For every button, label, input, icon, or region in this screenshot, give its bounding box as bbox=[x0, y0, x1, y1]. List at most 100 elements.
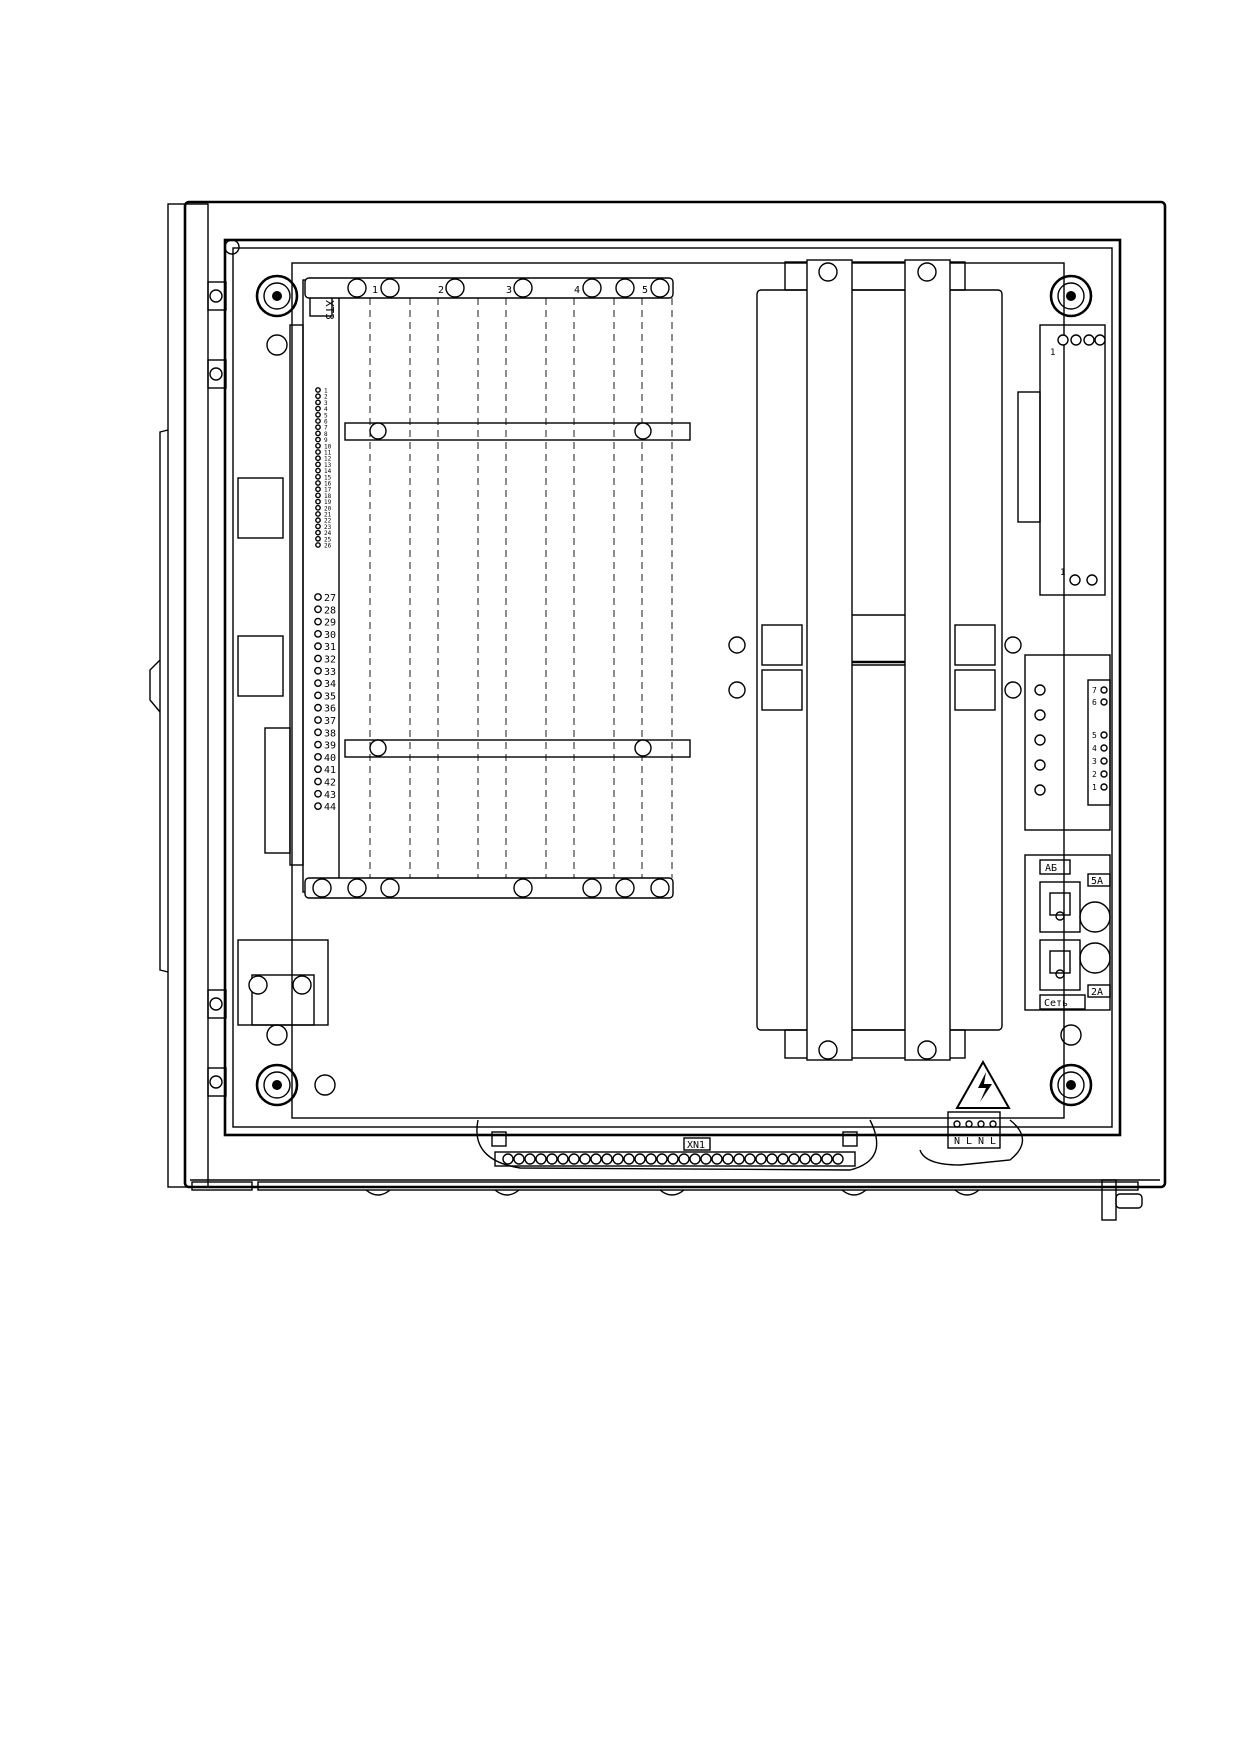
terminal-number: 27 bbox=[324, 593, 336, 604]
mains-label: Сеть bbox=[1044, 998, 1068, 1009]
battery-label: АБ bbox=[1045, 863, 1057, 874]
door-hinges bbox=[207, 281, 227, 1097]
terminal-screw bbox=[315, 498, 321, 505]
terminal-number: 34 bbox=[324, 679, 336, 690]
terminal-number: 2 bbox=[324, 394, 328, 401]
xn1-terminal bbox=[799, 1153, 811, 1165]
terminal-screw bbox=[314, 679, 322, 687]
terminal-screw bbox=[314, 789, 322, 798]
xn1-terminal bbox=[656, 1153, 668, 1165]
terminal-number: 14 bbox=[324, 468, 332, 475]
left-brackets bbox=[237, 477, 329, 1026]
terminal-number: 43 bbox=[324, 790, 336, 801]
terminal-screw bbox=[314, 740, 322, 749]
terminal-letter: N bbox=[978, 1136, 984, 1147]
terminal-number: 32 bbox=[324, 655, 336, 666]
terminal-screw bbox=[315, 504, 321, 511]
terminal-screw bbox=[315, 405, 321, 412]
terminal-screw bbox=[314, 605, 322, 614]
terminal-number: 18 bbox=[324, 493, 332, 500]
terminal-screw bbox=[1100, 686, 1108, 694]
terminal-number: 30 bbox=[324, 630, 336, 641]
terminal-number: 5 bbox=[324, 412, 328, 419]
terminal-number: 4 bbox=[324, 406, 328, 413]
terminal-screw bbox=[1100, 698, 1108, 706]
terminal-screw bbox=[953, 1120, 961, 1128]
xn1-terminal bbox=[788, 1153, 800, 1165]
terminal-block-xt3-label: XT3 bbox=[323, 300, 336, 320]
xn1-terminal bbox=[579, 1153, 591, 1165]
high-voltage-warning-icon bbox=[955, 1059, 1011, 1109]
terminal-screw bbox=[315, 467, 321, 474]
terminal-block-xt3: XT3 123456789101112131415161718192021222… bbox=[289, 279, 340, 893]
terminal-screw bbox=[315, 486, 321, 493]
xn1-terminals bbox=[502, 1153, 844, 1165]
terminal-number: 10 bbox=[324, 443, 332, 450]
xn1-terminal bbox=[634, 1153, 646, 1165]
terminal-screw bbox=[314, 728, 322, 737]
terminal-screw bbox=[315, 480, 321, 486]
terminal-number: 25 bbox=[324, 536, 332, 543]
slot-number-2: 2 bbox=[438, 285, 444, 296]
terminal-screw bbox=[315, 492, 321, 499]
terminal-letter: L bbox=[990, 1136, 996, 1147]
terminal-number: 7 bbox=[324, 425, 328, 432]
terminal-number: 38 bbox=[324, 728, 336, 739]
terminal-number: 24 bbox=[324, 530, 332, 537]
terminal-screw bbox=[315, 387, 321, 393]
terminal-number: 11 bbox=[324, 450, 332, 457]
terminal-number: 15 bbox=[324, 474, 332, 481]
slot-number-3: 3 bbox=[506, 285, 512, 296]
terminal-screw bbox=[314, 593, 322, 601]
terminal-number: 5 bbox=[1092, 731, 1097, 740]
xn1-terminal bbox=[700, 1153, 712, 1165]
slot-number-1: 1 bbox=[372, 285, 378, 296]
xn1-terminal bbox=[689, 1153, 701, 1165]
xn1-terminal bbox=[612, 1153, 624, 1165]
terminal-number: 31 bbox=[324, 642, 336, 653]
terminal-number: 8 bbox=[324, 431, 328, 438]
terminal-number: 26 bbox=[324, 543, 332, 550]
terminal-number: 3 bbox=[1092, 757, 1097, 766]
xn1-terminal bbox=[590, 1153, 602, 1165]
xn1-terminal bbox=[678, 1153, 690, 1165]
xn1-terminal bbox=[645, 1153, 657, 1165]
xn1-terminal bbox=[766, 1153, 778, 1165]
terminal-screw bbox=[314, 654, 322, 663]
terminal-number: 19 bbox=[324, 499, 332, 506]
terminal-screw bbox=[314, 642, 322, 651]
terminal-number: 17 bbox=[324, 487, 332, 494]
terminal-number: 16 bbox=[324, 481, 332, 488]
terminal-screw bbox=[315, 461, 321, 468]
terminal-number: 7 bbox=[1092, 686, 1097, 695]
terminal-block-xn1-label: XN1 bbox=[687, 1140, 705, 1151]
terminal-screw bbox=[315, 542, 321, 548]
terminal-number: 22 bbox=[324, 518, 332, 525]
enclosure-outline bbox=[149, 200, 1167, 1191]
terminal-screw bbox=[965, 1120, 973, 1128]
terminal-screw bbox=[315, 424, 321, 431]
xn1-terminal bbox=[755, 1153, 767, 1165]
terminal-screw bbox=[315, 455, 321, 462]
terminal-number: 6 bbox=[324, 419, 328, 426]
xn1-terminal bbox=[601, 1153, 613, 1165]
xn1-terminal bbox=[513, 1153, 525, 1165]
battery-fuse-rating: 5А bbox=[1091, 876, 1103, 887]
terminal-number: 40 bbox=[324, 753, 336, 764]
terminal-screw bbox=[989, 1120, 997, 1128]
terminal-number: 36 bbox=[324, 704, 336, 715]
xn1-terminal bbox=[733, 1153, 745, 1165]
terminal-screw bbox=[1100, 731, 1108, 739]
terminal-number: 33 bbox=[324, 667, 336, 678]
terminal-screw bbox=[315, 393, 321, 400]
terminal-number: 1 bbox=[324, 388, 328, 395]
power-module: 1 1 bbox=[1017, 324, 1106, 596]
terminal-number: 9 bbox=[324, 437, 328, 444]
terminal-screw bbox=[314, 802, 322, 810]
terminal-screw bbox=[315, 523, 321, 530]
terminal-number: 37 bbox=[324, 716, 336, 727]
power-module-terminal-2: 1 bbox=[1060, 568, 1065, 578]
terminal-number: 13 bbox=[324, 462, 332, 469]
